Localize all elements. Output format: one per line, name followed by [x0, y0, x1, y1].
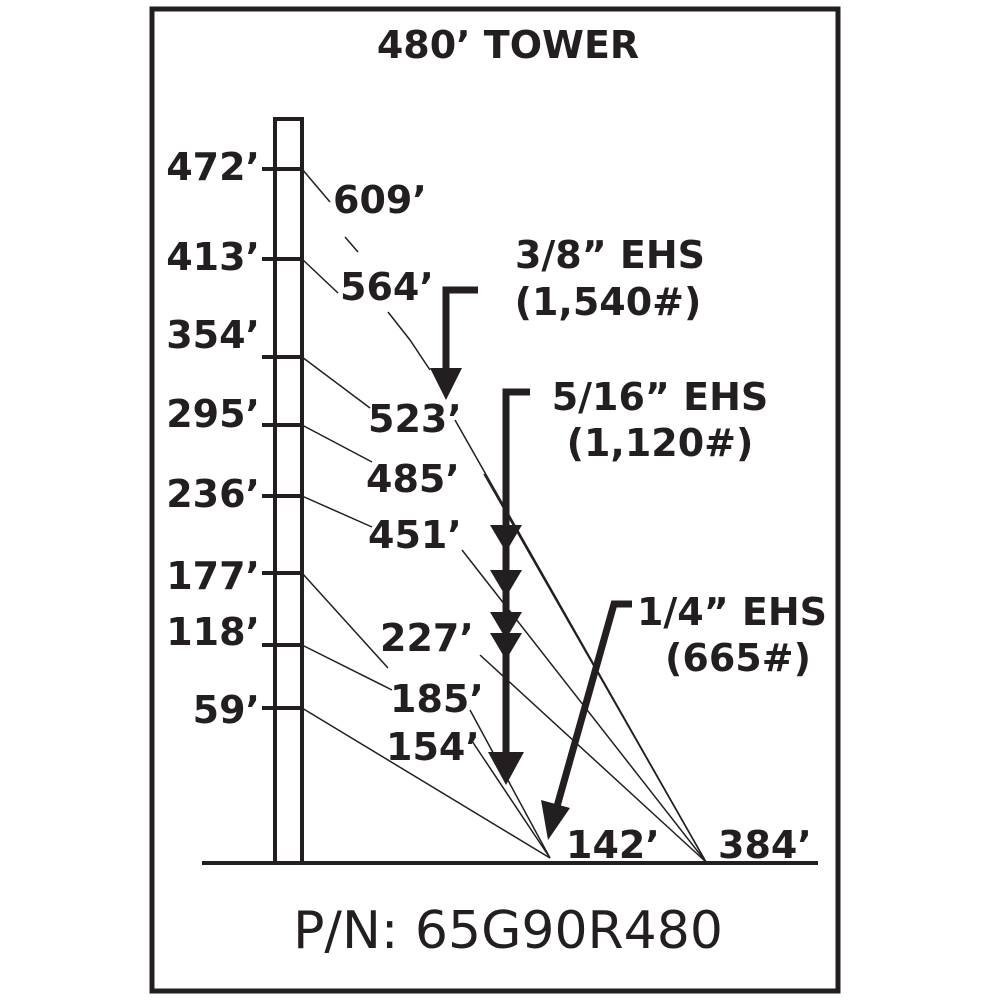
- guy-wire-295: [301, 424, 373, 463]
- cable-size-label: 1/4” EHS: [637, 590, 827, 634]
- height-label: 472’: [166, 145, 260, 189]
- guy-length-labels: 609’ 564’ 523’ 485’ 451’ 227’ 185’ 154’: [333, 178, 484, 769]
- arrowhead-5-16-d: [490, 633, 522, 660]
- cable-spec-labels: 3/8” EHS (1,540#) 5/16” EHS (1,120#) 1/4…: [515, 233, 827, 680]
- guy-wire-523-lower: [454, 419, 707, 863]
- guy-attachment-ticks: [262, 167, 302, 710]
- anchor-distance-labels: 142’ 384’: [566, 823, 812, 867]
- anchor-distance-label: 142’: [566, 823, 660, 867]
- guy-wire-236: [301, 495, 373, 528]
- cable-size-label: 3/8” EHS: [515, 233, 705, 277]
- guy-length-label: 185’: [390, 677, 484, 721]
- height-label: 236’: [166, 472, 260, 516]
- guy-wire-354: [301, 356, 371, 409]
- guy-length-label: 451’: [368, 513, 462, 557]
- guy-wire-118: [301, 644, 393, 691]
- guy-length-label: 485’: [366, 457, 460, 501]
- arrowhead-5-16-c: [490, 612, 522, 639]
- cable-rating-label: (1,540#): [515, 280, 702, 324]
- guy-length-label: 154’: [386, 725, 480, 769]
- guy-length-label: 523’: [368, 397, 462, 441]
- tower-mast: [273, 117, 304, 865]
- guy-length-label: 609’: [333, 178, 427, 222]
- height-label: 295’: [166, 392, 260, 436]
- anchor-distance-label: 384’: [718, 823, 812, 867]
- guy-wire-227-lower: [479, 654, 707, 863]
- guy-length-label: 227’: [380, 616, 474, 660]
- guy-wire-472-b: [344, 236, 359, 253]
- guy-wire-154-lower: [469, 737, 551, 859]
- height-label: 59’: [193, 688, 260, 732]
- guy-wire-177: [301, 572, 389, 669]
- arrowhead-1-4: [541, 800, 570, 840]
- arrow-3-8-leader: [442, 286, 478, 370]
- part-number: P/N: 65G90R480: [293, 901, 723, 961]
- height-label: 177’: [166, 554, 260, 598]
- arrow-1-4-leader: [552, 600, 632, 811]
- height-label: 354’: [166, 313, 260, 357]
- cable-rating-label: (1,120#): [567, 421, 754, 465]
- frame-border: [149, 6, 841, 994]
- cable-rating-label: (665#): [665, 636, 811, 680]
- arrow-heads: [430, 368, 570, 840]
- guy-wire-59: [301, 707, 551, 859]
- guy-wire-413-b: [387, 311, 431, 371]
- arrowhead-5-16-b: [490, 570, 522, 597]
- guy-length-label: 564’: [340, 265, 434, 309]
- cable-size-label: 5/16” EHS: [552, 375, 769, 419]
- arrowhead-5-16-e: [488, 752, 524, 785]
- guy-wire-472-a: [301, 168, 331, 203]
- arrowhead-3-8: [430, 368, 462, 400]
- height-label: 413’: [166, 235, 260, 279]
- height-label: 118’: [166, 610, 260, 654]
- guy-wire-185-lower: [469, 709, 551, 859]
- diagram-title: 480’ TOWER: [377, 23, 639, 67]
- arrowhead-5-16-a: [490, 525, 522, 552]
- tower-height-labels: 472’ 413’ 354’ 295’ 236’ 177’ 118’ 59’: [166, 145, 260, 732]
- guy-wire-413-a: [301, 258, 339, 294]
